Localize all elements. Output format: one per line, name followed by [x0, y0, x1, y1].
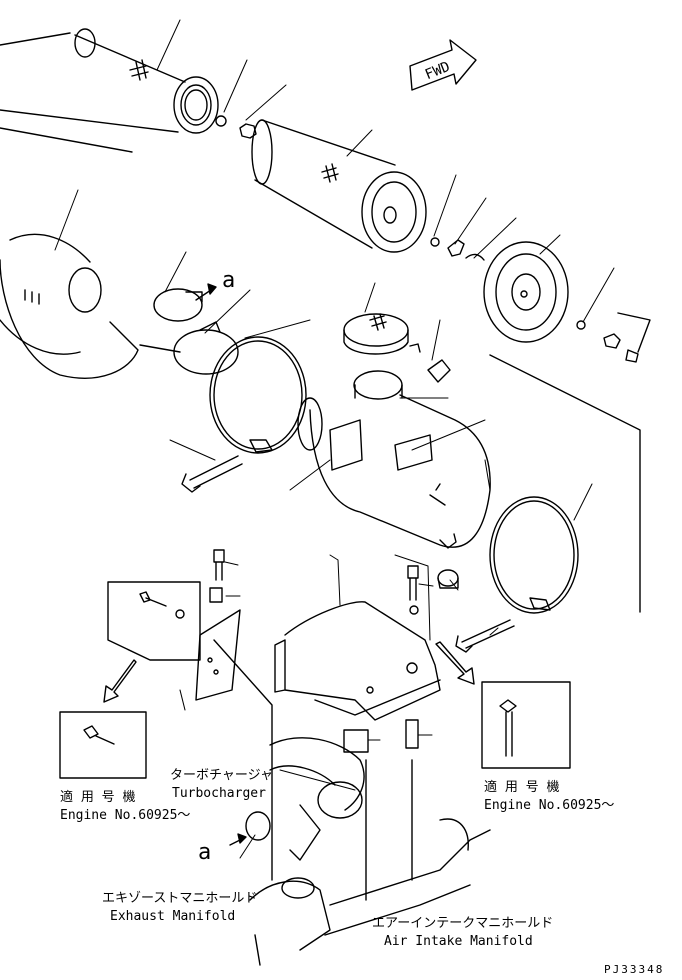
stud-lines — [213, 639, 413, 901]
strap-bracket — [195, 609, 241, 701]
applicability-right-en: Engine No.60925～ — [484, 798, 615, 813]
variant-box-left — [107, 581, 201, 661]
hose-clamp-small — [153, 288, 203, 322]
reference-lines — [139, 344, 641, 613]
intake-hose — [0, 233, 139, 379]
air-cleaner-body — [297, 370, 491, 549]
spacer-left — [209, 587, 223, 603]
band-clamp-left — [209, 336, 307, 454]
applicability-right-jp: 適 用 号 機 — [484, 780, 560, 795]
outer-filter-element — [0, 28, 227, 153]
variant-box-right — [481, 681, 571, 769]
clamp-bolt-left — [181, 455, 243, 493]
leader-lines — [54, 19, 615, 859]
inner-filter-element — [251, 119, 427, 253]
nut-top — [239, 123, 257, 139]
variant-arrow-right — [435, 641, 475, 685]
bracket-bolt-right — [407, 565, 419, 615]
rubber-mount — [437, 569, 459, 589]
variant-box-left-detail — [59, 711, 147, 779]
bracket-bolt-left — [213, 549, 225, 581]
mounting-bracket — [274, 601, 441, 721]
spacer-right — [405, 719, 419, 749]
drawing-code: PJ33348 — [604, 963, 665, 976]
clamp-bolt-right — [455, 619, 515, 653]
air-intake-manifold — [324, 818, 491, 936]
turbocharger-label-jp: ターボチャージャ — [170, 768, 273, 783]
dust-cap — [343, 313, 421, 355]
cover-cap — [483, 241, 569, 343]
band-clamp-right — [489, 496, 579, 614]
fwd-arrow — [409, 39, 477, 91]
callout-arrow-a — [195, 283, 247, 846]
air-intake-manifold-label-en: Air Intake Manifold — [384, 934, 533, 949]
hose-clamp-large — [173, 321, 239, 375]
exhaust-manifold-label-en: Exhaust Manifold — [110, 909, 236, 924]
exhaust-manifold — [249, 877, 331, 966]
variant-arrow-left — [103, 659, 137, 703]
turbocharger — [245, 737, 365, 861]
callout-a-top: a — [222, 268, 236, 293]
callout-a-bottom: a — [198, 840, 212, 865]
turbocharger-label-en: Turbocharger — [172, 786, 266, 801]
cap-fasteners — [576, 312, 651, 363]
exhaust-manifold-label-jp: エキゾーストマニホールド — [102, 891, 258, 906]
applicability-left-en: Engine No.60925～ — [60, 808, 191, 823]
rubber-block — [343, 729, 369, 753]
restriction-indicator — [427, 359, 451, 383]
air-intake-manifold-label-jp: エアーインテークマニホールド — [372, 916, 554, 931]
applicability-left-jp: 適 用 号 機 — [60, 790, 136, 805]
